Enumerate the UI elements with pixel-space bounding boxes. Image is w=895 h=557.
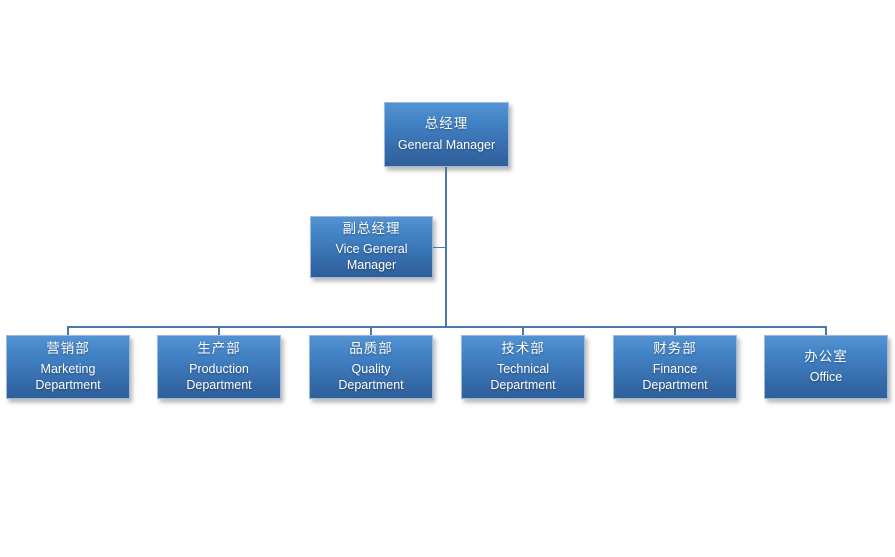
node-label-zh: 生产部 bbox=[197, 340, 241, 356]
connector-stub-finance bbox=[674, 327, 676, 336]
node-label-en: Quality Department bbox=[338, 362, 404, 393]
node-label-zh: 技术部 bbox=[501, 340, 545, 356]
connector-stub-office bbox=[825, 327, 827, 336]
node-label-en: Marketing Department bbox=[35, 362, 101, 393]
connector-stub-marketing bbox=[67, 327, 69, 336]
node-label-zh: 副总经理 bbox=[342, 220, 401, 236]
node-label-en: Production Department bbox=[186, 362, 252, 393]
connector-trunk bbox=[445, 167, 447, 328]
node-production-department[interactable]: 生产部 Production Department bbox=[157, 335, 281, 399]
connector-rail bbox=[67, 326, 827, 328]
node-technical-department[interactable]: 技术部 Technical Department bbox=[461, 335, 585, 399]
node-label-zh: 营销部 bbox=[46, 340, 90, 356]
node-marketing-department[interactable]: 营销部 Marketing Department bbox=[6, 335, 130, 399]
node-quality-department[interactable]: 品质部 Quality Department bbox=[309, 335, 433, 399]
node-label-en: General Manager bbox=[397, 137, 496, 152]
node-label-zh: 办公室 bbox=[804, 348, 848, 364]
node-label-zh: 总经理 bbox=[424, 116, 469, 132]
node-label-en: Vice General Manager bbox=[335, 242, 408, 273]
node-label-zh: 品质部 bbox=[349, 340, 393, 356]
node-finance-department[interactable]: 财务部 Finance Department bbox=[613, 335, 737, 399]
node-label-zh: 财务部 bbox=[653, 340, 697, 356]
node-vice-general-manager[interactable]: 副总经理 Vice General Manager bbox=[310, 216, 433, 278]
node-label-en: Finance Department bbox=[642, 362, 708, 393]
node-label-en: Technical Department bbox=[490, 362, 556, 393]
node-office[interactable]: 办公室 Office bbox=[764, 335, 888, 399]
connector-vice-branch bbox=[433, 246, 446, 248]
connector-stub-technical bbox=[522, 327, 524, 336]
node-label-en: Office bbox=[809, 370, 843, 385]
connector-stub-production bbox=[218, 327, 220, 336]
node-general-manager[interactable]: 总经理 General Manager bbox=[384, 102, 509, 167]
connector-stub-quality bbox=[370, 327, 372, 336]
